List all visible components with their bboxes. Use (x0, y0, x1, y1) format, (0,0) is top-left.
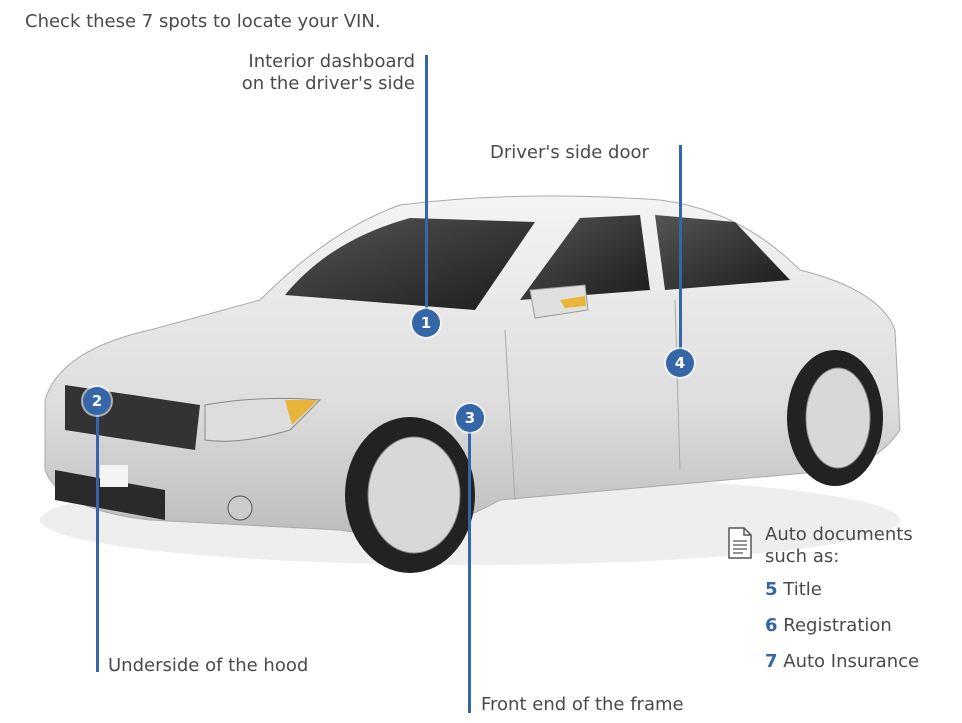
spot-1-pointer-line (425, 55, 428, 315)
document-item-insurance: 7 Auto Insurance (765, 651, 919, 673)
documents-heading: Auto documents such as: (765, 524, 913, 568)
page-title: Check these 7 spots to locate your VIN. (25, 11, 381, 32)
document-item-registration: 6 Registration (765, 615, 892, 637)
document-item-label: Registration (783, 615, 892, 636)
document-item-label: Auto Insurance (783, 651, 920, 672)
spot-4-pointer-line (679, 145, 682, 355)
spot-1-label-line: on the driver's side (241, 73, 415, 94)
document-item-title: 5 Title (765, 579, 822, 601)
spot-4-badge: 4 (666, 349, 694, 377)
documents-heading-line: Auto documents (765, 524, 913, 545)
document-item-number: 7 (765, 651, 778, 672)
spot-2-label: Underside of the hood (108, 655, 309, 676)
document-item-label: Title (783, 579, 822, 600)
document-item-number: 5 (765, 579, 778, 600)
document-icon (728, 527, 752, 559)
documents-heading-line: such as: (765, 546, 840, 567)
document-item-number: 6 (765, 615, 778, 636)
spot-1-label-line: Interior dashboard (248, 51, 415, 72)
spot-4-label: Driver's side door (490, 142, 649, 163)
spot-3-label: Front end of the frame (481, 694, 684, 715)
spot-3-pointer-line (468, 418, 471, 713)
spot-1-badge: 1 (412, 309, 440, 337)
spot-1-label: Interior dashboard on the driver's side (222, 51, 415, 95)
spot-3-badge: 3 (456, 404, 484, 432)
spot-2-badge: 2 (83, 387, 111, 415)
spot-2-pointer-line (96, 400, 99, 672)
